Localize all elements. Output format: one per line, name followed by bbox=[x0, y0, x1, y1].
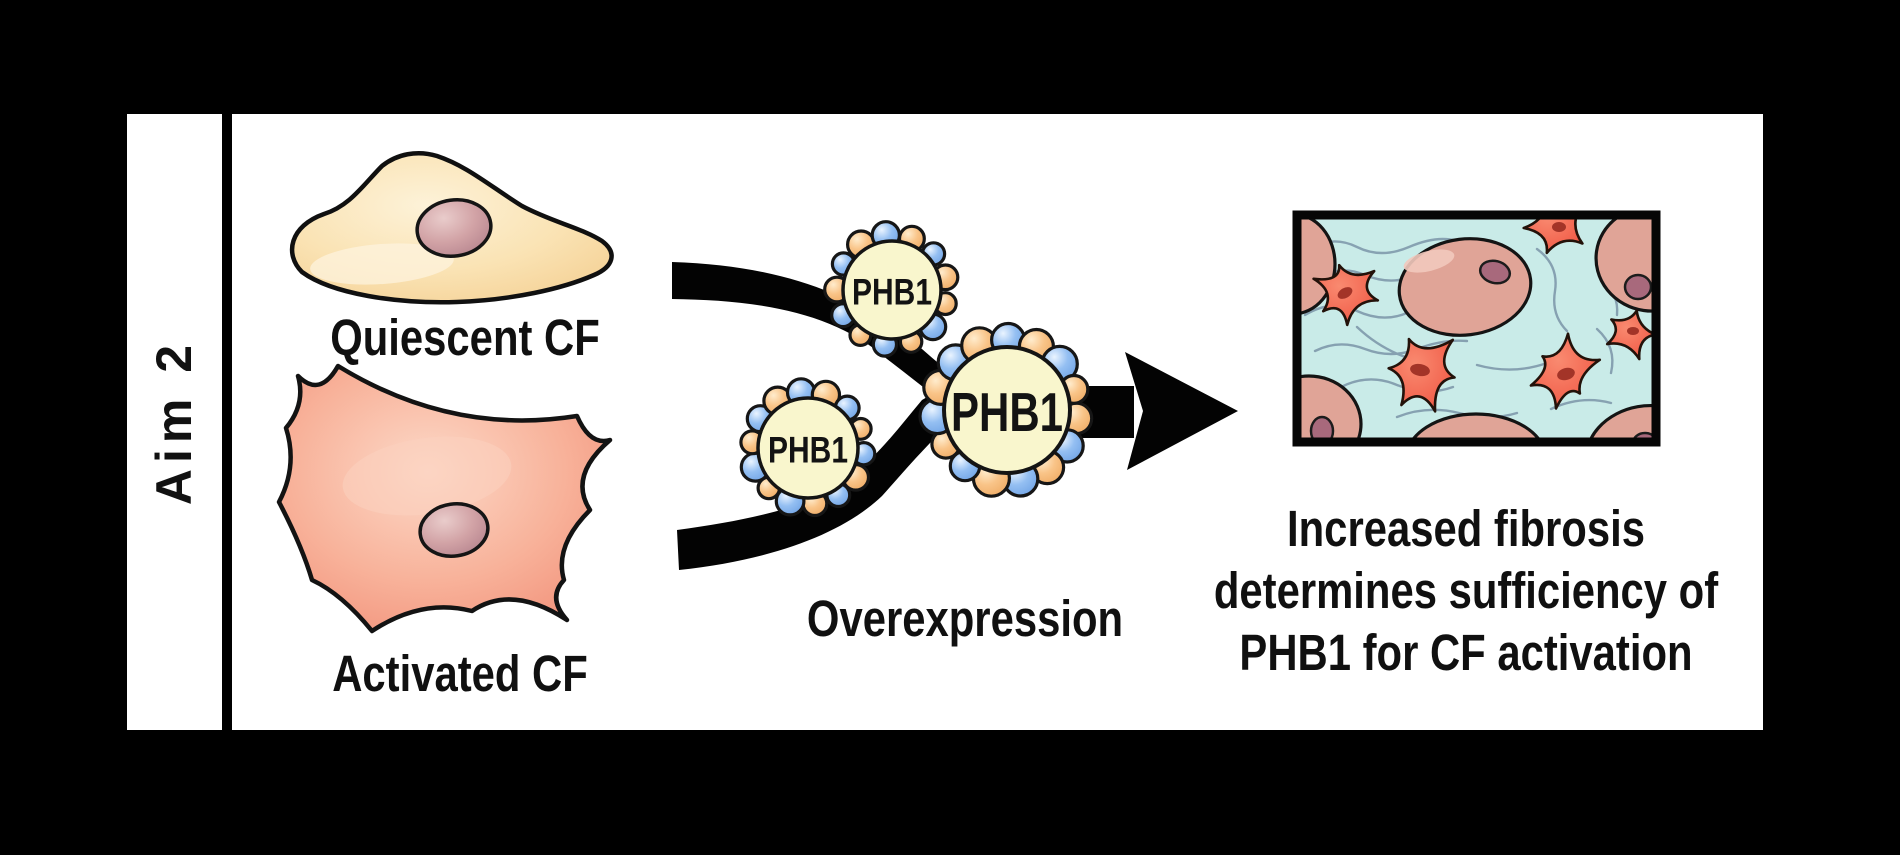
outcome-caption: Increased fibrosis determines sufficienc… bbox=[1179, 498, 1753, 684]
quiescent-cell-nucleus bbox=[415, 198, 493, 258]
vesicle-top-body bbox=[841, 239, 943, 341]
quiescent-cell-highlight bbox=[310, 243, 454, 285]
vesicle-top: PHB1 bbox=[823, 220, 960, 358]
vesicle-top-label: PHB1 bbox=[852, 272, 932, 313]
cardiomyocyte-nuclei bbox=[1309, 259, 1652, 438]
vesicle-left-body bbox=[756, 396, 860, 500]
fibrosis-micrograph bbox=[1292, 210, 1661, 447]
process-label: Overexpression bbox=[806, 590, 1124, 647]
quiescent-cell-label: Quiescent CF bbox=[330, 309, 600, 366]
activated-cell-nucleus bbox=[418, 502, 490, 558]
outcome-caption-line1: Increased fibrosis bbox=[1287, 500, 1645, 557]
figure-panel: PHB1 PHB1 PHB1 bbox=[232, 114, 1763, 730]
aim-side-panel: Aim 2 bbox=[127, 114, 222, 730]
quiescent-cell-illustration bbox=[289, 151, 614, 305]
outcome-caption-line2: determines sufficiency of bbox=[1213, 562, 1719, 619]
activated-cell-label: Activated CF bbox=[332, 645, 588, 702]
myofibroblast-nuclei bbox=[1337, 222, 1639, 381]
vesicle-left-label: PHB1 bbox=[768, 430, 848, 471]
activated-cell-illustration bbox=[276, 363, 613, 634]
vesicle-large: PHB1 bbox=[918, 321, 1094, 498]
micrograph-frame bbox=[1292, 210, 1661, 447]
vesicle-large-body bbox=[942, 345, 1072, 475]
cardiomyocyte-highlight bbox=[1403, 249, 1455, 273]
aim-label: Aim 2 bbox=[146, 338, 203, 506]
vesicle-large-label: PHB1 bbox=[951, 381, 1063, 443]
outcome-caption-line3: PHB1 for CF activation bbox=[1239, 624, 1693, 681]
diagram-artwork: PHB1 PHB1 PHB1 bbox=[276, 151, 1661, 634]
merge-arrowhead bbox=[1125, 352, 1238, 470]
vesicle-left: PHB1 bbox=[739, 377, 877, 518]
activated-cell-highlight bbox=[342, 436, 512, 516]
